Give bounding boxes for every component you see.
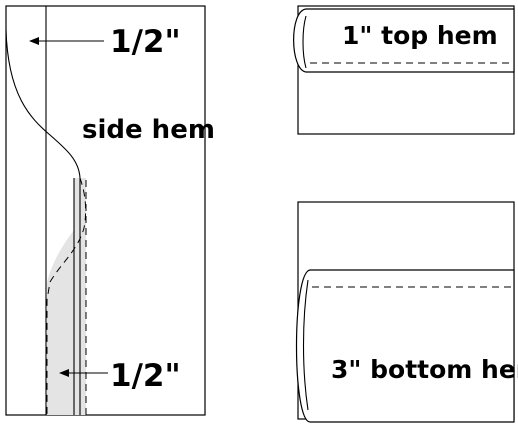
side-hem-curl-edge xyxy=(5,29,81,415)
side-hem-panel: 1/2" side hem 1/2" xyxy=(5,5,215,416)
arrow-bottom-head-icon xyxy=(59,369,69,377)
bottom-hem-roll xyxy=(295,269,515,423)
label-top-hem: 1" top hem xyxy=(342,21,498,50)
arrow-top-head-icon xyxy=(29,37,39,45)
label-side-hem: side hem xyxy=(82,115,215,145)
label-half-inch-bottom: 1/2" xyxy=(110,358,181,394)
bottom-hem-panel: 3" bottom hem xyxy=(295,201,518,423)
side-hem-fold-shading xyxy=(47,178,86,415)
label-bottom-hem: 3" bottom hem xyxy=(331,355,518,384)
bottom-hem-roll-inner-curve xyxy=(302,279,309,411)
side-panel-outline xyxy=(5,5,206,416)
label-half-inch-top: 1/2" xyxy=(110,24,181,60)
top-hem-panel: 1" top hem xyxy=(293,5,515,135)
top-hem-roll-inner-curve xyxy=(302,15,307,69)
side-hem-stitch-line-curve xyxy=(46,177,87,415)
